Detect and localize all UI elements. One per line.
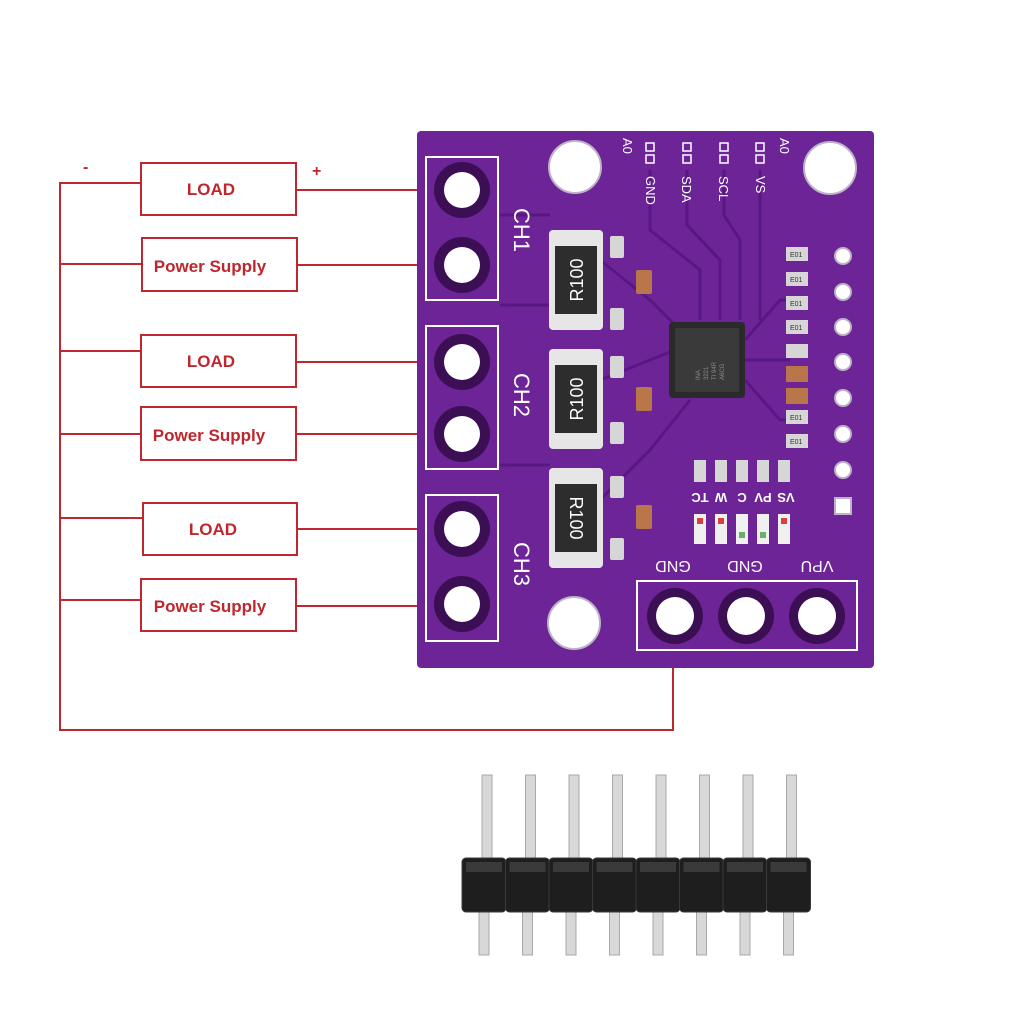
minus-sign: -	[83, 159, 88, 176]
svg-text:E01: E01	[790, 277, 803, 284]
load-box-1-label: LOAD	[187, 180, 235, 199]
ic-marking-1: INA	[696, 370, 702, 380]
shunt-resistor-3: R100	[549, 468, 603, 568]
label-vs: VS	[753, 176, 768, 194]
load-box-1	[140, 162, 297, 216]
label-gnd: GND	[643, 176, 658, 205]
mounting-holes	[547, 140, 857, 650]
supply-box-2-label: Power Supply	[153, 426, 266, 445]
label-a0-left: A0	[620, 138, 635, 154]
header-pin	[461, 774, 507, 956]
ch1-label: CH1	[509, 208, 534, 252]
header-pin	[679, 774, 724, 956]
pcb-board: CH1 CH2 CH3 R100 R100 R100	[417, 131, 874, 668]
load-box-3-label: LOAD	[189, 520, 237, 539]
ch3-label: CH3	[509, 542, 534, 586]
supply-box-3	[140, 578, 297, 632]
right-resistor-array: E01 E01 E01 E01 E01 E01	[786, 247, 808, 448]
ic-marking-3: TI 94R	[712, 361, 718, 380]
bottom-label-gnd-2: GND	[727, 557, 763, 574]
led-label-w: W	[714, 490, 727, 505]
status-leds: TC W C PV VS	[691, 460, 795, 544]
supply-box-3-label: Power Supply	[154, 597, 267, 616]
shunt-resistor-2: R100	[549, 349, 603, 449]
header-pin	[722, 774, 768, 956]
label-boxes: LOAD Power Supply LOAD Power Supply LOAD…	[140, 162, 298, 632]
svg-text:R100: R100	[567, 258, 587, 301]
svg-text:E01: E01	[790, 325, 803, 332]
shunt-resistor-1: R100	[549, 230, 603, 330]
right-header-pins	[834, 247, 852, 515]
led-label-vs: VS	[777, 490, 795, 505]
supply-box-1	[141, 237, 298, 292]
bottom-header: GND GND VPU	[636, 557, 858, 651]
load-box-2-label: LOAD	[187, 352, 235, 371]
header-pin	[505, 774, 550, 956]
header-pin	[592, 774, 637, 956]
header-pin	[635, 774, 681, 956]
mounting-hole-bl	[547, 596, 601, 650]
led-label-tc: TC	[691, 490, 709, 505]
ic-marking-4: A6CG	[720, 363, 726, 380]
ina3221-ic: INA 3221 TI 94R A6CG	[669, 322, 745, 398]
negative-bus-wire	[59, 182, 674, 731]
mounting-hole-tl	[548, 140, 602, 194]
i2c-header-pads	[645, 142, 765, 164]
plus-sign: +	[312, 163, 321, 180]
label-scl: SCL	[716, 176, 731, 201]
ic-marking-2: 3221	[704, 366, 710, 380]
label-a0-right: A0	[777, 138, 792, 154]
load-box-3	[142, 502, 298, 556]
svg-text:E01: E01	[790, 301, 803, 308]
svg-text:E01: E01	[790, 439, 803, 446]
terminal-pads	[434, 162, 490, 632]
supply-box-2	[140, 406, 297, 461]
led-label-c: C	[737, 490, 747, 505]
header-pin	[548, 774, 594, 956]
led-label-pv: PV	[754, 490, 772, 505]
bottom-label-gnd-1: GND	[655, 557, 691, 574]
svg-text:E01: E01	[790, 252, 803, 259]
supply-box-1-label: Power Supply	[154, 257, 267, 276]
svg-text:E01: E01	[790, 415, 803, 422]
header-pin	[766, 774, 811, 956]
load-box-2	[140, 334, 297, 388]
channel-terminals	[425, 156, 499, 642]
svg-text:R100: R100	[566, 496, 586, 539]
mounting-hole-tr	[803, 141, 857, 195]
top-header-labels: A0 GND SDA SCL VS A0	[620, 138, 792, 205]
bottom-label-vpu: VPU	[801, 557, 834, 574]
filter-components	[610, 236, 652, 560]
svg-text:R100: R100	[567, 377, 587, 420]
label-sda: SDA	[679, 176, 694, 203]
shunt-resistors: R100 R100 R100	[549, 230, 603, 568]
ch2-label: CH2	[509, 373, 534, 417]
pin-header-strip	[461, 774, 811, 956]
